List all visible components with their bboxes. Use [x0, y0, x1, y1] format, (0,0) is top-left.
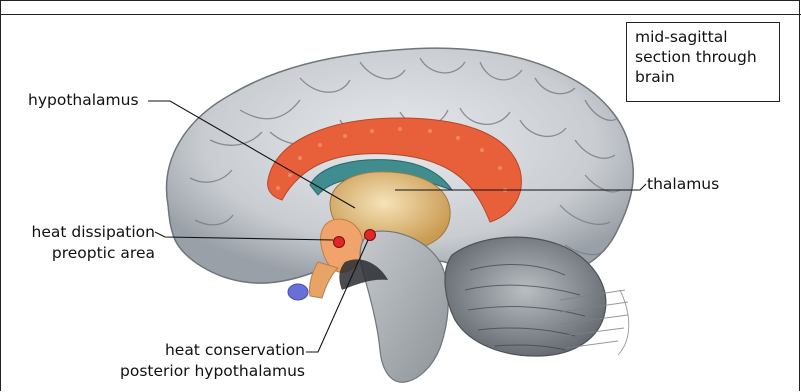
label-preoptic-area: preoptic area	[10, 244, 155, 263]
info-box-line-3: brain	[635, 67, 771, 87]
info-box-line-2: section through	[635, 47, 771, 67]
heat-dissipation-marker	[334, 237, 345, 248]
label-hypothalamus: hypothalamus	[28, 91, 139, 110]
label-thalamus: thalamus	[647, 175, 719, 194]
label-heat-conservation: heat conservation	[80, 341, 305, 360]
info-box: mid-sagittal section through brain	[626, 22, 780, 102]
label-posterior-hypothalamus: posterior hypothalamus	[80, 362, 305, 381]
info-box-line-1: mid-sagittal	[635, 27, 771, 47]
label-heat-dissipation: heat dissipation	[10, 223, 155, 242]
heat-conservation-marker	[365, 230, 376, 241]
pituitary-gland	[288, 284, 308, 300]
